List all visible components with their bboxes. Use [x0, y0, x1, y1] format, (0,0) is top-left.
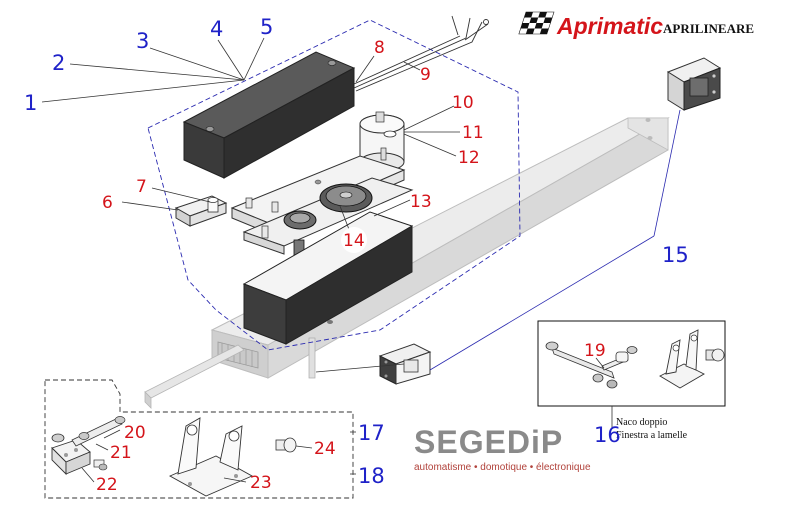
callout-11: 11: [462, 123, 484, 143]
callout-24: 24: [314, 439, 336, 459]
callout-8: 8: [374, 38, 385, 58]
callout-13: 13: [410, 192, 432, 212]
inset-box: Naco doppio Finestra a lamelle: [537, 320, 726, 441]
callout-14-backdrop: [341, 227, 367, 253]
inset-caption-line1: Naco doppio: [616, 417, 667, 428]
product-line: APRILINEARE: [663, 21, 754, 36]
end-cap-bottom: [378, 343, 432, 385]
cables: [353, 15, 489, 92]
brand-name: Aprimatic: [556, 13, 663, 39]
watermark-tagline: automatisme • domotique • électronique: [414, 462, 591, 473]
watermark-name: SEGEDiP: [414, 424, 563, 460]
bracket-group: [44, 379, 354, 499]
watermark: SEGEDiP automatisme • domotique • électr…: [414, 424, 591, 473]
limit-switch: [174, 195, 228, 227]
callout-14: 14: [343, 231, 365, 251]
exploded-group-outline: [147, 19, 521, 351]
callout-10: 10: [452, 93, 474, 113]
leader-lines-15: [315, 109, 681, 373]
callout-2: 2: [52, 51, 65, 75]
upper-cover: [182, 51, 356, 179]
callout-6: 6: [102, 193, 113, 213]
callout-22: 22: [96, 475, 118, 495]
gearbox-plate: [230, 155, 414, 261]
callout-12: 12: [458, 148, 480, 168]
callout-21: 21: [110, 443, 132, 463]
checkered-flag-icon: [518, 11, 555, 35]
brand-logo: Aprimatic APRILINEARE: [518, 11, 754, 39]
end-cap-top: [666, 57, 722, 111]
lower-housing: [242, 211, 414, 345]
callout-23: 23: [250, 473, 272, 493]
callout-numbers: 1 2 3 4 5 6 7 8 9 10 11 12 13 14 15 16 1…: [24, 15, 689, 495]
callout-9: 9: [420, 65, 431, 85]
callout-17: 17: [358, 421, 385, 445]
callout-15: 15: [662, 243, 689, 267]
leader-lines: [41, 37, 613, 483]
callout-4: 4: [210, 17, 223, 41]
callout-7: 7: [136, 177, 147, 197]
callout-18: 18: [358, 464, 385, 488]
callout-5: 5: [260, 15, 273, 39]
callout-16: 16: [594, 423, 621, 447]
inset-caption-line2: Finestra a lamelle: [616, 430, 688, 441]
callout-1: 1: [24, 91, 37, 115]
callout-3: 3: [136, 29, 149, 53]
callout-19: 19: [584, 341, 606, 361]
callout-20: 20: [124, 423, 146, 443]
